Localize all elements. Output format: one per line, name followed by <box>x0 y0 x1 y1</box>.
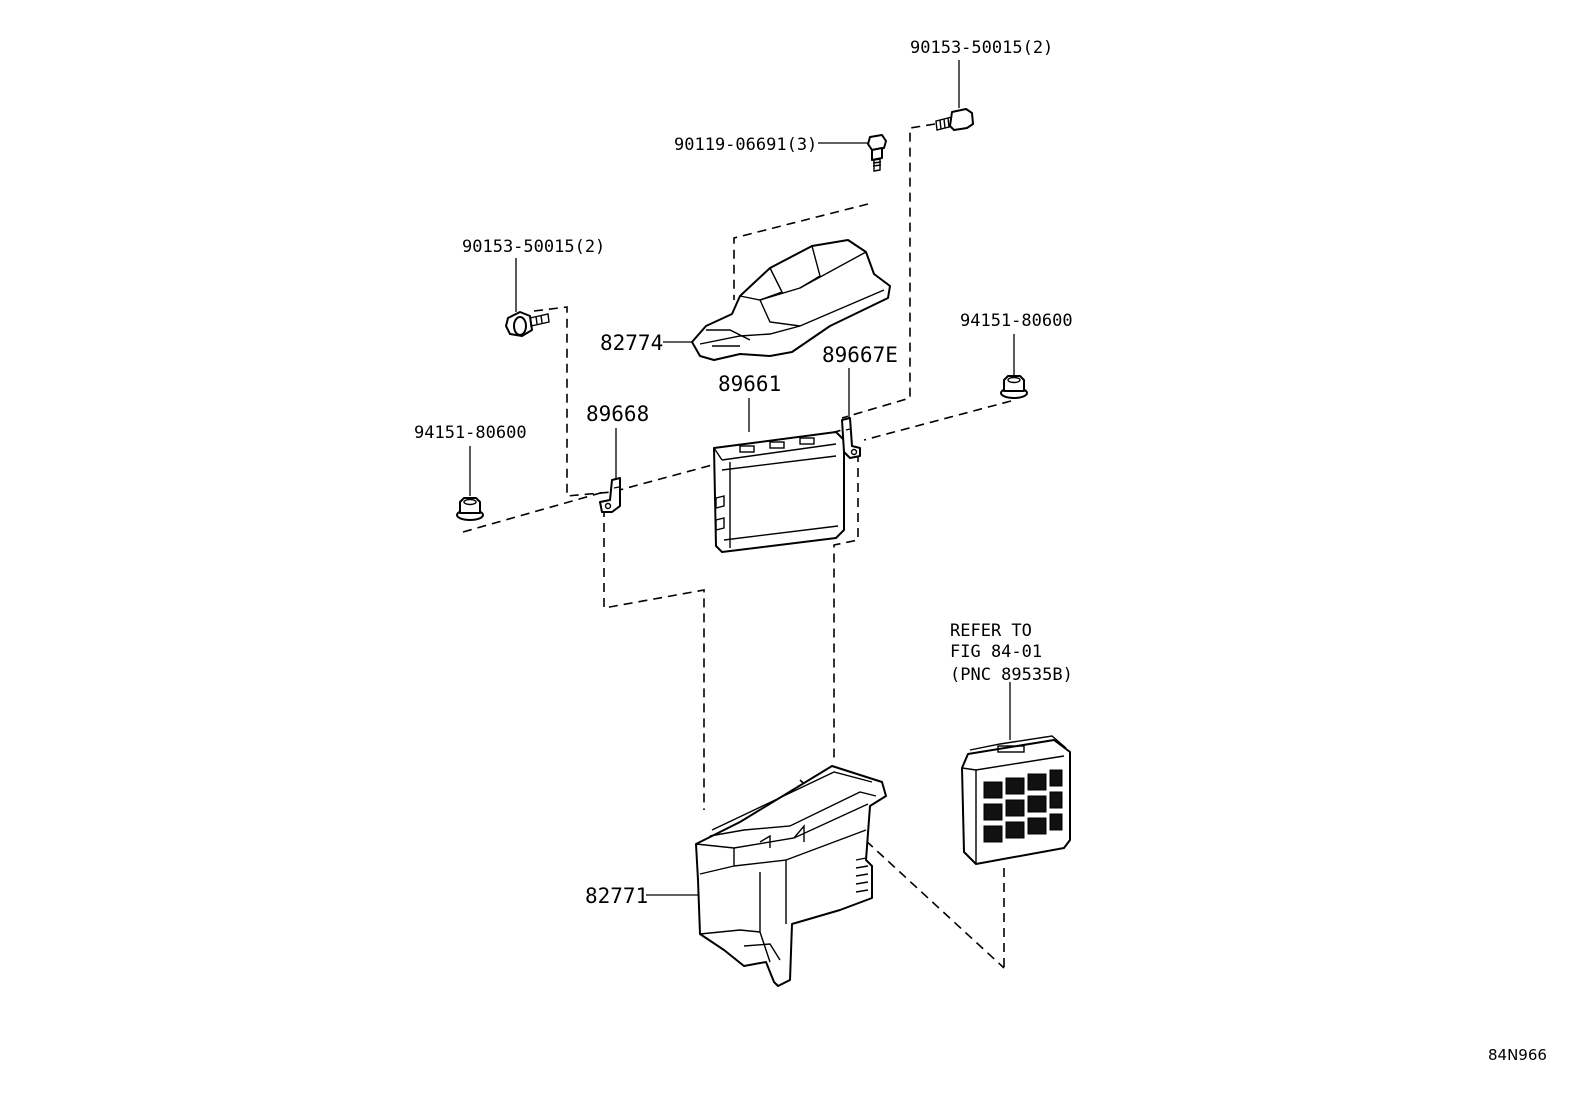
ecu-cover-part <box>691 239 891 361</box>
callout-ecu: 89661 <box>718 372 781 396</box>
reference-note-line3: (PNC 89535B) <box>950 665 1073 685</box>
bracket-right-part <box>841 417 861 459</box>
reference-note-line2: FIG 84-01 <box>950 642 1042 662</box>
reference-note-line1: REFER TO <box>950 621 1032 641</box>
callout-labels: 90153-50015(2) 90119-06691(3) 90153-5001… <box>414 38 1073 908</box>
referenced-module-part <box>961 735 1071 865</box>
flange-nut-icon <box>456 497 484 521</box>
callout-bracket-right: 89667E <box>822 343 898 367</box>
callout-nut-right: 94151-80600 <box>960 311 1073 331</box>
ecu-case-part <box>695 765 887 987</box>
connector-grid-icon <box>983 769 1063 843</box>
flange-bolt-icon <box>505 311 550 337</box>
callout-bracket-left: 89668 <box>586 402 649 426</box>
leader-lines <box>469 60 1015 896</box>
callout-bolt-left: 90153-50015(2) <box>462 237 605 257</box>
assembly-dashed-lines <box>462 123 1012 969</box>
callout-case: 82771 <box>585 884 648 908</box>
reference-note: REFER TO FIG 84-01 (PNC 89535B) <box>950 621 1073 685</box>
bracket-left-part <box>599 477 621 513</box>
flange-nut-icon <box>1000 375 1028 399</box>
flange-bolt-icon <box>935 108 974 131</box>
figure-code: 84N966 <box>1488 1046 1547 1064</box>
ecu-module-part <box>713 431 845 553</box>
callout-nut-left: 94151-80600 <box>414 423 527 443</box>
callout-screw-top: 90119-06691(3) <box>674 135 817 155</box>
callout-bolt-top-right: 90153-50015(2) <box>910 38 1053 58</box>
callout-cover: 82774 <box>600 331 663 355</box>
screw-icon <box>867 134 887 172</box>
